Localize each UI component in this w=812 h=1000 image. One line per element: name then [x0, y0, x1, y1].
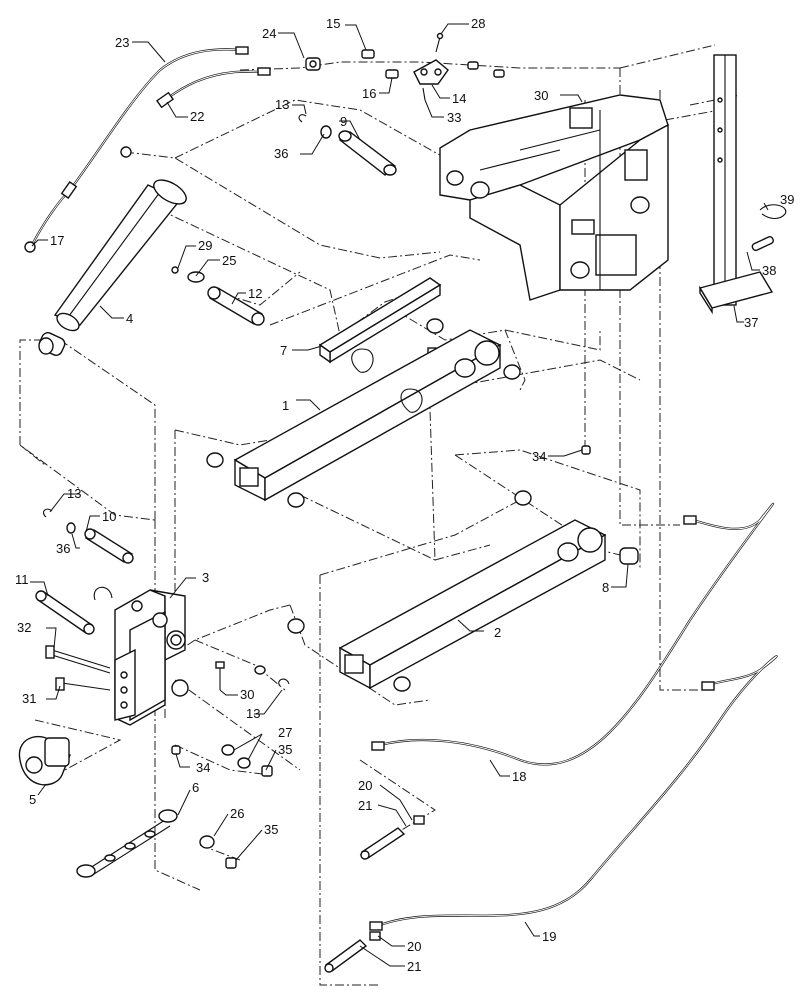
clevis-pins — [324, 815, 425, 973]
callout-label-9: 9 — [340, 114, 347, 129]
callout-label-3: 3 — [202, 570, 209, 585]
callout-label-12: 12 — [248, 286, 262, 301]
callout-label-39: 39 — [780, 192, 794, 207]
callout-label-19: 19 — [542, 929, 556, 944]
callout-label-35a: 35 — [278, 742, 292, 757]
callout-label-1: 1 — [282, 398, 289, 413]
callout-label-20a: 20 — [358, 778, 372, 793]
callout-label-35b: 35 — [264, 822, 278, 837]
callout-label-30b: 30 — [240, 687, 254, 702]
callout-labels: 1 2 3 4 5 6 7 8 9 10 11 12 13 13 13 14 1… — [15, 16, 794, 974]
callout-label-2: 2 — [494, 625, 501, 640]
mounting-frame — [439, 94, 669, 301]
callout-label-33: 33 — [447, 110, 461, 125]
callout-label-14: 14 — [452, 91, 466, 106]
callout-label-28: 28 — [471, 16, 485, 31]
safety-chain-6 — [76, 809, 178, 878]
callout-label-21b: 21 — [407, 959, 421, 974]
callout-label-6: 6 — [192, 780, 199, 795]
callout-label-30a: 30 — [534, 88, 548, 103]
callout-label-24: 24 — [262, 26, 276, 41]
drawbar-1 — [206, 318, 521, 508]
tow-hook-5 — [18, 735, 71, 786]
callout-label-5: 5 — [29, 792, 36, 807]
callout-label-31: 31 — [22, 691, 36, 706]
leader-lines — [30, 23, 769, 967]
callout-label-13a: 13 — [275, 97, 289, 112]
callout-label-36a: 36 — [274, 146, 288, 161]
callout-label-26: 26 — [230, 806, 244, 821]
callout-label-10: 10 — [102, 509, 116, 524]
callout-label-20b: 20 — [407, 939, 421, 954]
hydraulic-hoses — [24, 46, 271, 253]
callout-label-27: 27 — [278, 725, 292, 740]
remote-cables — [369, 502, 778, 931]
callout-label-21a: 21 — [358, 798, 372, 813]
pins-and-washers — [35, 114, 397, 635]
top-fittings — [305, 32, 505, 101]
jack-stand — [698, 54, 787, 315]
callout-label-16: 16 — [362, 86, 376, 101]
callout-label-37: 37 — [744, 315, 758, 330]
drawbar-2 — [287, 490, 639, 692]
callout-label-11: 11 — [15, 572, 29, 587]
hitch-bracket-3 — [93, 586, 189, 726]
callout-label-7: 7 — [280, 343, 287, 358]
callout-label-4: 4 — [126, 311, 133, 326]
callout-label-15: 15 — [326, 16, 340, 31]
callout-label-25: 25 — [222, 253, 236, 268]
callout-label-36b: 36 — [56, 541, 70, 556]
callout-label-8: 8 — [602, 580, 609, 595]
callout-label-18: 18 — [512, 769, 526, 784]
callout-label-32: 32 — [17, 620, 31, 635]
hydraulic-cylinder — [38, 179, 187, 356]
hitch-bolts — [45, 645, 290, 691]
callout-label-29: 29 — [198, 238, 212, 253]
callout-label-13b: 13 — [67, 486, 81, 501]
channel-7 — [318, 277, 442, 364]
callout-label-34b: 34 — [196, 760, 210, 775]
callout-label-38: 38 — [762, 263, 776, 278]
callout-label-22: 22 — [190, 109, 204, 124]
callout-label-17: 17 — [50, 233, 64, 248]
callout-label-23: 23 — [115, 35, 129, 50]
callout-label-34a: 34 — [532, 449, 546, 464]
callout-label-13c: 13 — [246, 706, 260, 721]
